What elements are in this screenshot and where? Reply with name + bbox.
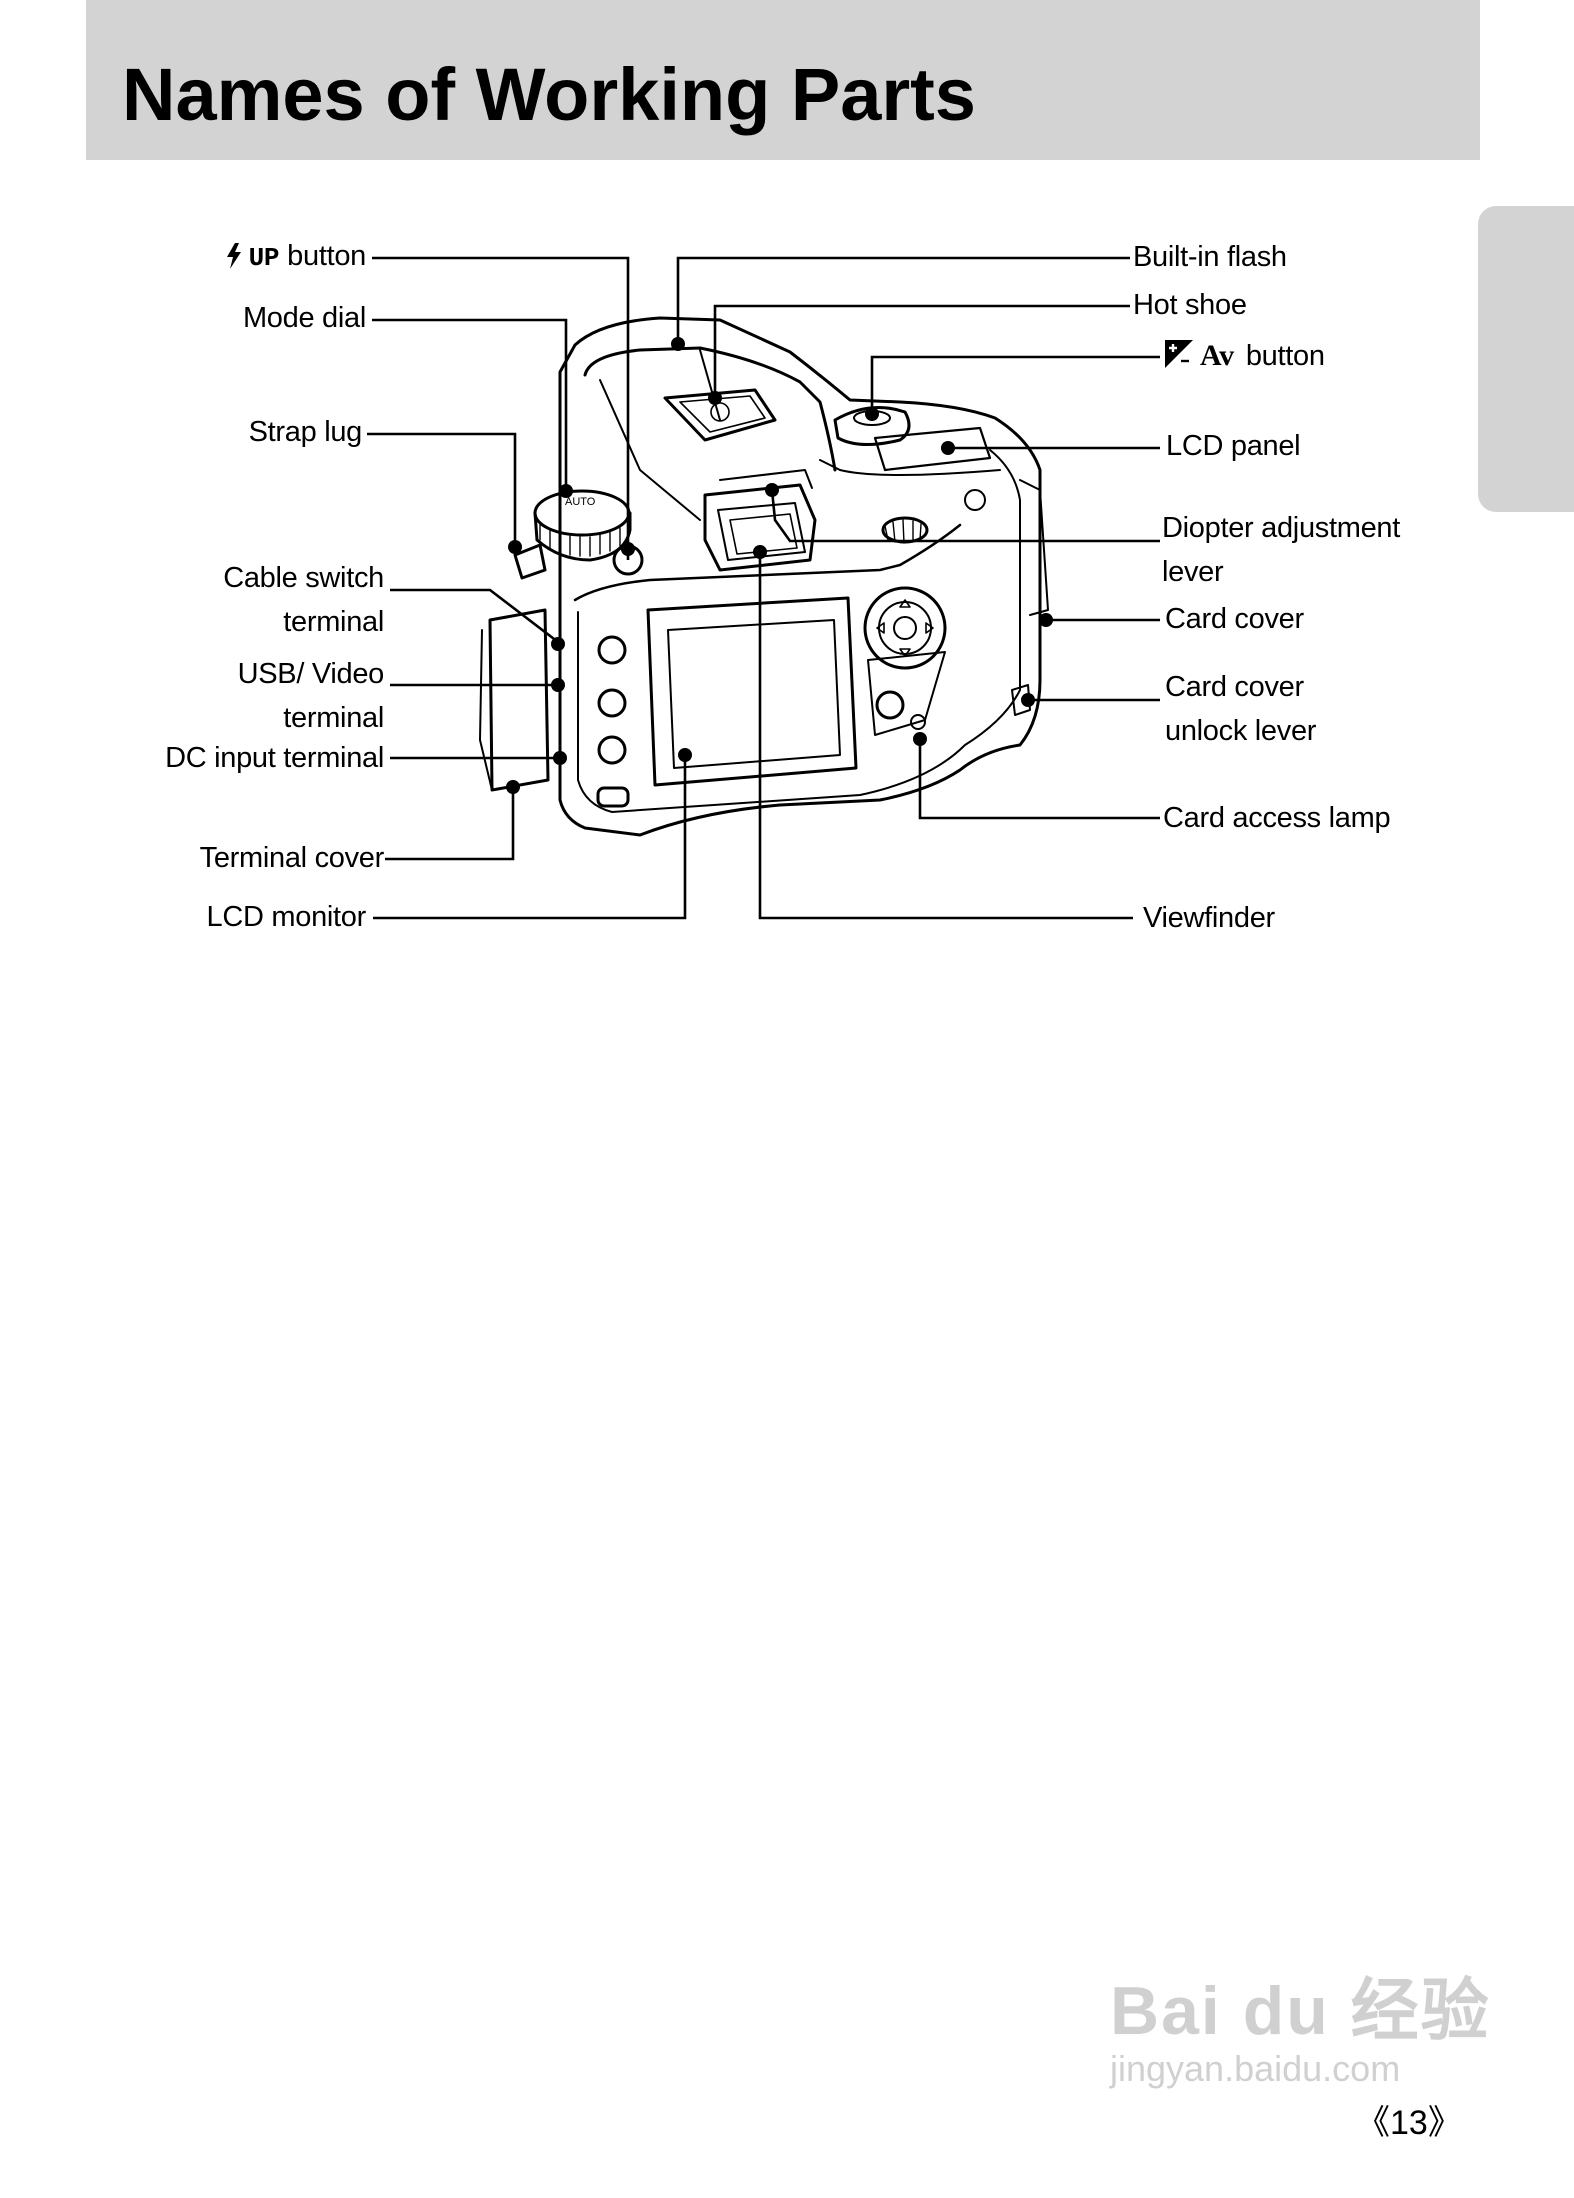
label-lcd-panel: LCD panel bbox=[1166, 424, 1300, 468]
watermark: Bai du 经验 jingyan.baidu.com bbox=[1110, 1955, 1491, 2090]
page-number: 《13》 bbox=[1356, 2095, 1462, 2144]
label-strap-lug: Strap lug bbox=[160, 410, 362, 454]
svg-text:AUTO: AUTO bbox=[565, 496, 596, 508]
watermark-url: jingyan.baidu.com bbox=[1110, 2048, 1491, 2090]
label-hot-shoe: Hot shoe bbox=[1133, 283, 1247, 327]
label-card-access-lamp: Card access lamp bbox=[1163, 796, 1390, 840]
label-viewfinder: Viewfinder bbox=[1143, 896, 1275, 940]
label-mode-dial: Mode dial bbox=[160, 296, 366, 340]
label-lcd-monitor: LCD monitor bbox=[160, 895, 366, 939]
flash-up-icon-text: UP bbox=[249, 243, 280, 273]
label-card-cover: Card cover bbox=[1165, 597, 1304, 641]
label-dc-input-terminal: DC input terminal bbox=[140, 736, 384, 780]
label-usb-video-terminal: USB/ Video terminal bbox=[160, 652, 384, 740]
label-card-cover-unlock-lever: Card cover unlock lever bbox=[1165, 665, 1316, 753]
label-built-in-flash: Built-in flash bbox=[1133, 235, 1287, 279]
label-diopter-adjustment-lever: Diopter adjustment lever bbox=[1162, 506, 1400, 594]
av-icon-text: Av bbox=[1200, 339, 1234, 372]
label-cable-switch-terminal: Cable switch terminal bbox=[160, 556, 384, 644]
label-terminal-cover: Terminal cover bbox=[160, 836, 384, 880]
exposure-compensation-icon bbox=[1164, 339, 1194, 369]
leader-dots bbox=[506, 337, 1053, 794]
flash-up-icon bbox=[225, 243, 243, 269]
watermark-logo: Bai du 经验 bbox=[1110, 1955, 1491, 2054]
